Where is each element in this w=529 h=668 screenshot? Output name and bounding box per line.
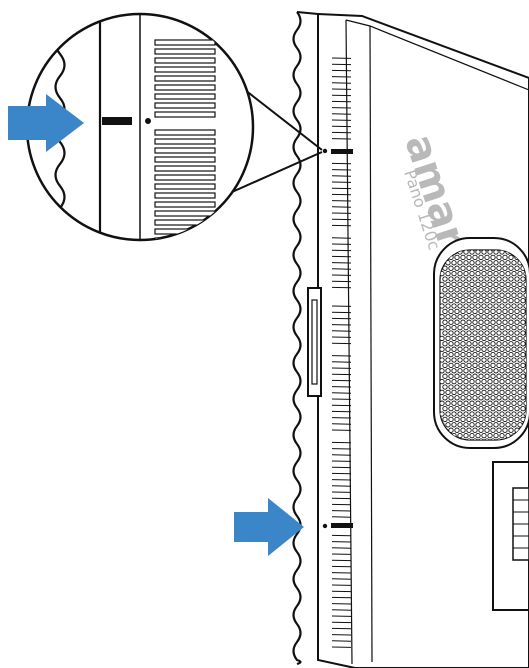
side-connector-bracket — [307, 287, 322, 397]
upper-indicator-dot — [322, 148, 328, 154]
fan-grille — [433, 237, 529, 449]
panel-light-body — [317, 12, 529, 668]
lower-indicator-dot — [322, 523, 328, 529]
rear-control-block — [492, 461, 529, 611]
arrow-right-icon — [234, 498, 304, 556]
lower-indicator-mark — [331, 523, 353, 528]
magnified-indicator-mark — [102, 117, 132, 125]
cutaway-wavy-edge — [292, 11, 302, 666]
arrow-right-icon — [8, 94, 84, 152]
cutaway-top-edge — [296, 11, 319, 15]
side-vent-slots — [331, 57, 352, 648]
upper-indicator-mark — [331, 149, 353, 154]
magnified-indicator-dot — [145, 118, 151, 124]
magnifier-callout — [25, 12, 323, 242]
